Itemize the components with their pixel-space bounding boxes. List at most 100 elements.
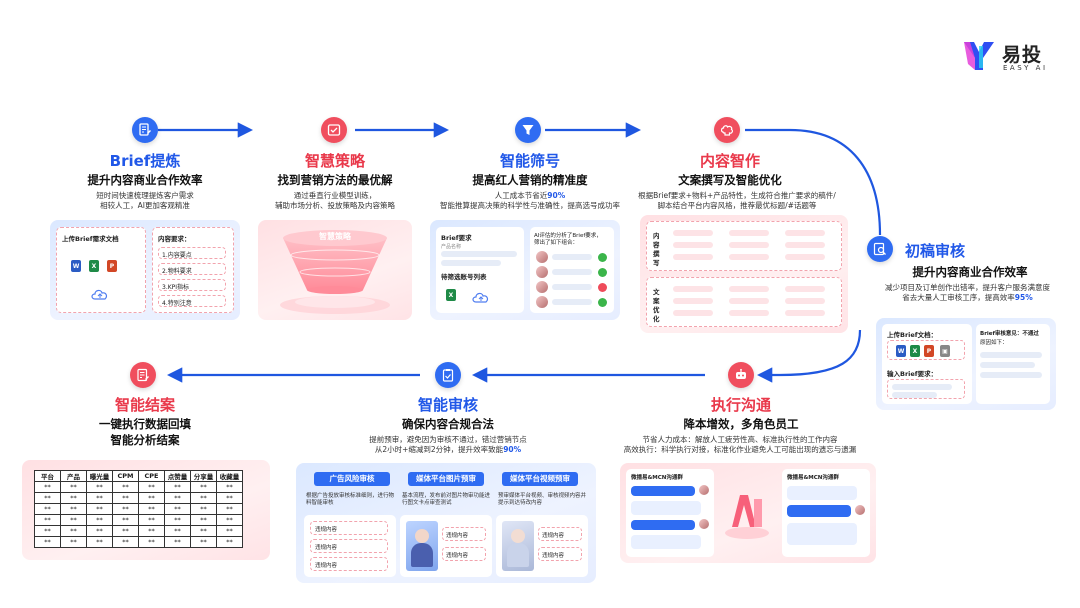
- search-review-icon: [867, 236, 893, 262]
- content-section-2-label: 文案优化: [653, 288, 660, 323]
- image-file-icon: ▣: [940, 345, 950, 357]
- violation-text: 违规内容: [446, 533, 469, 539]
- table-cell: **: [164, 503, 191, 515]
- execute-step-subtitle: 降本增效，多角色员工: [683, 417, 799, 431]
- audit-image-panel: 违规内容 违规内容: [400, 515, 492, 577]
- brief-step-desc-1: 短时间快速梳理提炼客户需求: [96, 191, 194, 200]
- logo-subtext: EASY AI: [1003, 64, 1048, 72]
- table-cell: **: [164, 481, 191, 493]
- placeholder-line: [552, 269, 592, 275]
- placeholder-line: [552, 299, 592, 305]
- filter-ai-label-2: 筛出了如下组合：: [534, 240, 579, 246]
- chat-left-panel: 微播易&MCN沟通群: [626, 469, 714, 557]
- filter-step-desc-1: 人工成本节省近90%: [455, 191, 605, 201]
- table-cell: **: [216, 503, 243, 515]
- report-table: 平台 产品 曝光量 CPM CPE 点赞量 分享量 收藏量 **********…: [34, 470, 243, 548]
- placeholder-line: [785, 254, 825, 260]
- content-card: 内容撰写 文案优化: [640, 215, 848, 333]
- review-input-box: [887, 379, 965, 399]
- content-optimize-panel: 文案优化: [646, 277, 842, 327]
- table-cell: **: [138, 536, 165, 548]
- review-desc-text: 省去大量人工审核工序，提高效率: [902, 293, 1015, 302]
- table-cell: **: [112, 525, 139, 537]
- table-cell: **: [216, 525, 243, 537]
- table-header-cell: CPE: [138, 470, 165, 482]
- table-cell: **: [190, 536, 217, 548]
- violation-row: 违规内容: [442, 527, 486, 541]
- placeholder-line: [729, 242, 769, 248]
- filter-brief-panel: Brief要求 产品名称 待筛选账号列表 X: [436, 227, 524, 313]
- filter-list-label: 待筛选账号列表: [441, 273, 487, 281]
- placeholder-line: [980, 362, 1035, 368]
- table-cell: **: [60, 536, 87, 548]
- table-row: ****************: [34, 525, 243, 537]
- table-cell: **: [60, 503, 87, 515]
- violation-row: 违规内容: [442, 547, 486, 561]
- violation-text: 违规内容: [315, 527, 338, 533]
- violation-row: 违规内容: [538, 527, 582, 541]
- ppt-file-icon: P: [107, 260, 117, 272]
- audit-step-desc-2: 从2小时+缩减到2分钟，提升效率致能90%: [350, 445, 546, 455]
- table-cell: **: [216, 492, 243, 504]
- portrait-body: [411, 543, 433, 567]
- clipboard-check-icon: [435, 362, 461, 388]
- brief-upload-label: 上传Brief需求文档: [62, 235, 119, 243]
- chat-bubble: [631, 486, 695, 496]
- chat-left-header: 微播易&MCN沟通群: [631, 475, 683, 481]
- review-upload-drop: W X P ▣: [887, 340, 965, 360]
- table-cell: **: [190, 503, 217, 515]
- brief-points-label: 内容要求：: [158, 235, 191, 243]
- chat-bubble: [787, 505, 851, 517]
- execute-card: 微播易&MCN沟通群 微播易&MCN沟通群: [620, 463, 876, 563]
- table-cell: **: [34, 536, 61, 548]
- brief-step-title: Brief提炼: [109, 152, 181, 170]
- report-step-title: 智能结案: [114, 396, 175, 414]
- violation-text: 违规内容: [315, 545, 338, 551]
- violation-row: 违规内容: [310, 521, 388, 535]
- content-step-title: 内容智作: [699, 152, 760, 170]
- strategy-step-subtitle: 找到营销方法的最优解: [277, 173, 393, 187]
- strategy-funnel-graphic: [280, 230, 390, 314]
- placeholder-line: [552, 254, 592, 260]
- word-file-icon: W: [71, 260, 81, 272]
- table-cell: **: [190, 492, 217, 504]
- content-write-panel: 内容撰写: [646, 221, 842, 271]
- filter-step-title: 智能筛号: [499, 152, 560, 170]
- brief-point-text: 3.KPI指标: [162, 284, 190, 291]
- table-cell: **: [34, 492, 61, 504]
- excel-file-icon: X: [910, 345, 920, 357]
- filter-step-subtitle: 提高红人营销的精准度: [472, 173, 588, 187]
- strategy-card-label: 智慧策略: [319, 232, 351, 241]
- excel-file-icon: X: [89, 260, 99, 272]
- table-cell: **: [112, 492, 139, 504]
- check-icon: [598, 268, 607, 277]
- table-row: ****************: [34, 481, 243, 493]
- placeholder-line: [552, 284, 592, 290]
- table-cell: **: [164, 525, 191, 537]
- table-cell: **: [138, 481, 165, 493]
- audit-tab1-desc: 根据广告投放审核标准细则，进行物料智能审核: [306, 493, 395, 506]
- filter-icon: [515, 117, 541, 143]
- chat-right-panel: 微播易&MCN沟通群: [782, 469, 870, 557]
- violation-row: 违规内容: [310, 557, 388, 571]
- violation-text: 违规内容: [446, 553, 469, 559]
- table-cell: **: [112, 536, 139, 548]
- placeholder-line: [785, 242, 825, 248]
- cloud-upload-icon: [91, 289, 108, 300]
- brief-point-text: 1.内容要点: [162, 252, 192, 259]
- excel-file-icon: X: [446, 289, 456, 301]
- portrait-face: [415, 529, 429, 543]
- logo-text: 易投: [1002, 44, 1043, 66]
- report-step-subtitle-2: 智能分析结案: [110, 433, 180, 447]
- review-reason-label: 原因如下：: [980, 340, 1008, 346]
- table-cell: **: [60, 492, 87, 504]
- strategy-step-title: 智慧策略: [304, 152, 365, 170]
- audit-step-desc-1: 提前预审，避免因为审核不通过，错过营销节点: [369, 435, 527, 444]
- portrait-face: [511, 529, 525, 543]
- violation-text: 违规内容: [542, 553, 565, 559]
- filter-card: Brief要求 产品名称 待筛选账号列表 X AI评估的分析了Brief要求， …: [430, 220, 620, 320]
- review-input-label: 输入Brief要求：: [887, 370, 938, 378]
- table-header-row: 平台 产品 曝光量 CPM CPE 点赞量 分享量 收藏量: [34, 470, 243, 482]
- table-header-cell: CPM: [112, 470, 139, 482]
- table-cell: **: [86, 492, 113, 504]
